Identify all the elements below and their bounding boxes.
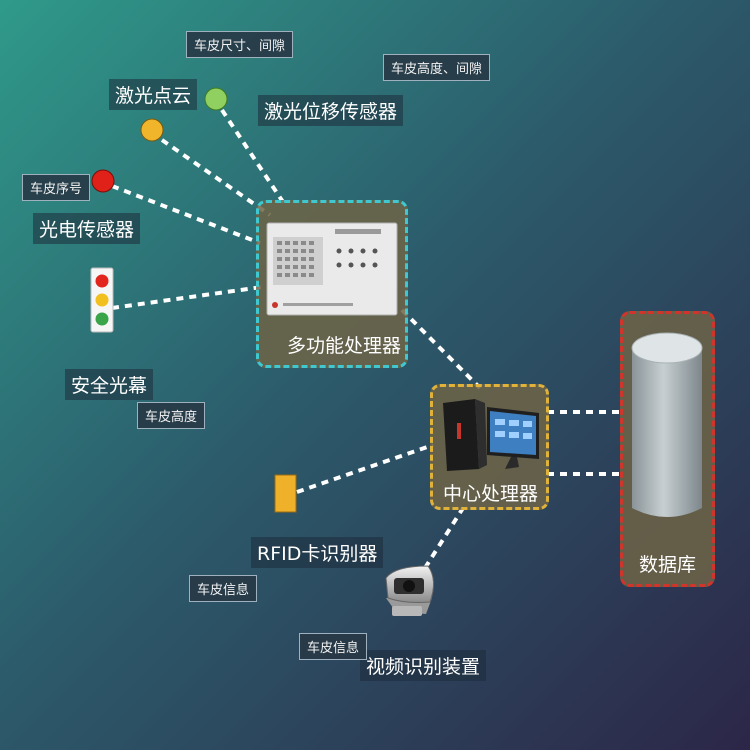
central-processor-label: 中心处理器 — [443, 483, 539, 505]
link-multifunction-central — [400, 308, 482, 390]
camera-icon — [385, 565, 434, 616]
laser-displacement-indicator-icon — [204, 87, 228, 111]
laser-displacement-sensor-label: 激光位移传感器 — [258, 95, 404, 126]
traffic-light-icon — [90, 267, 114, 333]
computer-icon — [443, 399, 539, 471]
photoelectric-indicator-icon — [91, 169, 115, 193]
rfid-reader-tag: 车皮信息 — [189, 575, 258, 602]
laser-point-cloud-label: 激光点云 — [109, 79, 198, 110]
multifunction-processor-label: 多功能处理器 — [287, 335, 402, 357]
video-device-tag: 车皮信息 — [299, 633, 368, 660]
link-photoelectric — [111, 184, 261, 245]
link-laser-displacement — [220, 108, 287, 207]
photoelectric-tag: 车皮序号 — [22, 174, 91, 201]
rfid-reader-label: RFID卡识别器 — [251, 537, 384, 568]
laser-displacement-tag: 车皮高度、间隙 — [383, 54, 491, 81]
laser-point-cloud-indicator-icon — [140, 118, 164, 142]
central-processor-box: 中心处理器 — [430, 384, 549, 510]
connectors — [111, 108, 620, 570]
database-label: 数据库 — [639, 554, 697, 576]
database-box: 数据库 — [620, 311, 715, 587]
safety-light-curtain-tag: 车皮高度 — [137, 402, 206, 429]
multifunction-processor-box: 多功能处理器 — [256, 200, 408, 368]
rfid-card-icon — [274, 474, 297, 513]
processor-device-icon — [266, 222, 398, 316]
video-device-label: 视频识别装置 — [360, 650, 487, 681]
link-laser-point-cloud — [160, 138, 272, 217]
safety-light-curtain-label: 安全光幕 — [65, 369, 154, 400]
photoelectric-sensor-label: 光电传感器 — [33, 213, 141, 244]
database-cylinder-icon — [631, 332, 703, 517]
laser-point-cloud-tag: 车皮尺寸、间隙 — [186, 31, 294, 58]
link-rfid — [296, 443, 434, 494]
